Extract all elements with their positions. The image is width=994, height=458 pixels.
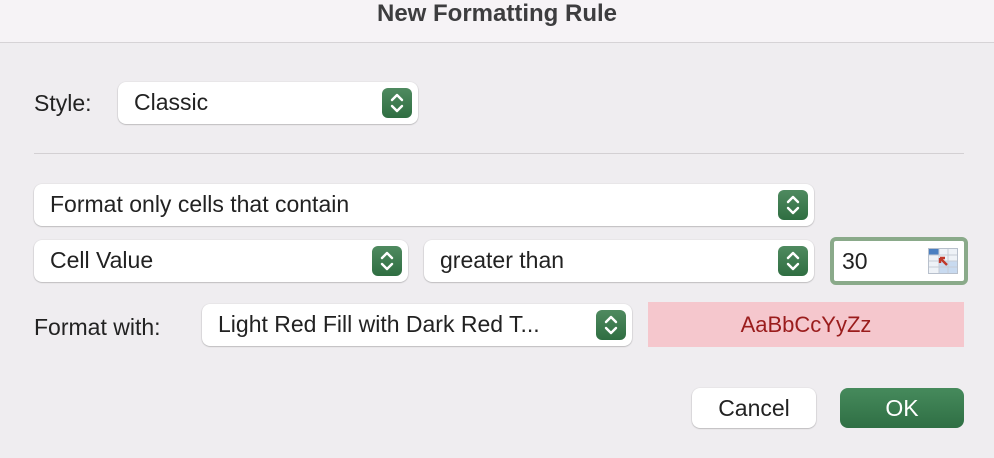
chevron-updown-icon: [382, 88, 412, 118]
chevron-updown-icon: [372, 246, 402, 276]
operator-value: greater than: [440, 247, 565, 273]
rule-type-select[interactable]: Format only cells that contain: [34, 184, 814, 226]
dialog-title: New Formatting Rule: [376, 0, 617, 27]
divider: [34, 153, 964, 154]
condition-field-value: Cell Value: [50, 247, 154, 273]
value-input-text: 30: [842, 248, 868, 274]
value-input[interactable]: 30: [830, 237, 968, 285]
rule-type-value: Format only cells that contain: [50, 191, 350, 217]
cancel-button[interactable]: Cancel: [692, 388, 816, 428]
cell-reference-icon[interactable]: [928, 248, 958, 274]
chevron-updown-icon: [778, 190, 808, 220]
condition-field-select[interactable]: Cell Value: [34, 240, 408, 282]
format-preview: AaBbCcYyZz: [648, 302, 964, 347]
ok-button[interactable]: OK: [840, 388, 964, 428]
style-value: Classic: [134, 89, 209, 115]
title-bar: New Formatting Rule: [0, 0, 994, 43]
style-select[interactable]: Classic: [118, 82, 418, 124]
format-select[interactable]: Light Red Fill with Dark Red T...: [202, 304, 632, 346]
style-label: Style:: [34, 90, 92, 116]
chevron-updown-icon: [778, 246, 808, 276]
operator-select[interactable]: greater than: [424, 240, 814, 282]
format-with-label: Format with:: [34, 314, 161, 340]
format-value: Light Red Fill with Dark Red T...: [218, 311, 540, 337]
chevron-updown-icon: [596, 310, 626, 340]
